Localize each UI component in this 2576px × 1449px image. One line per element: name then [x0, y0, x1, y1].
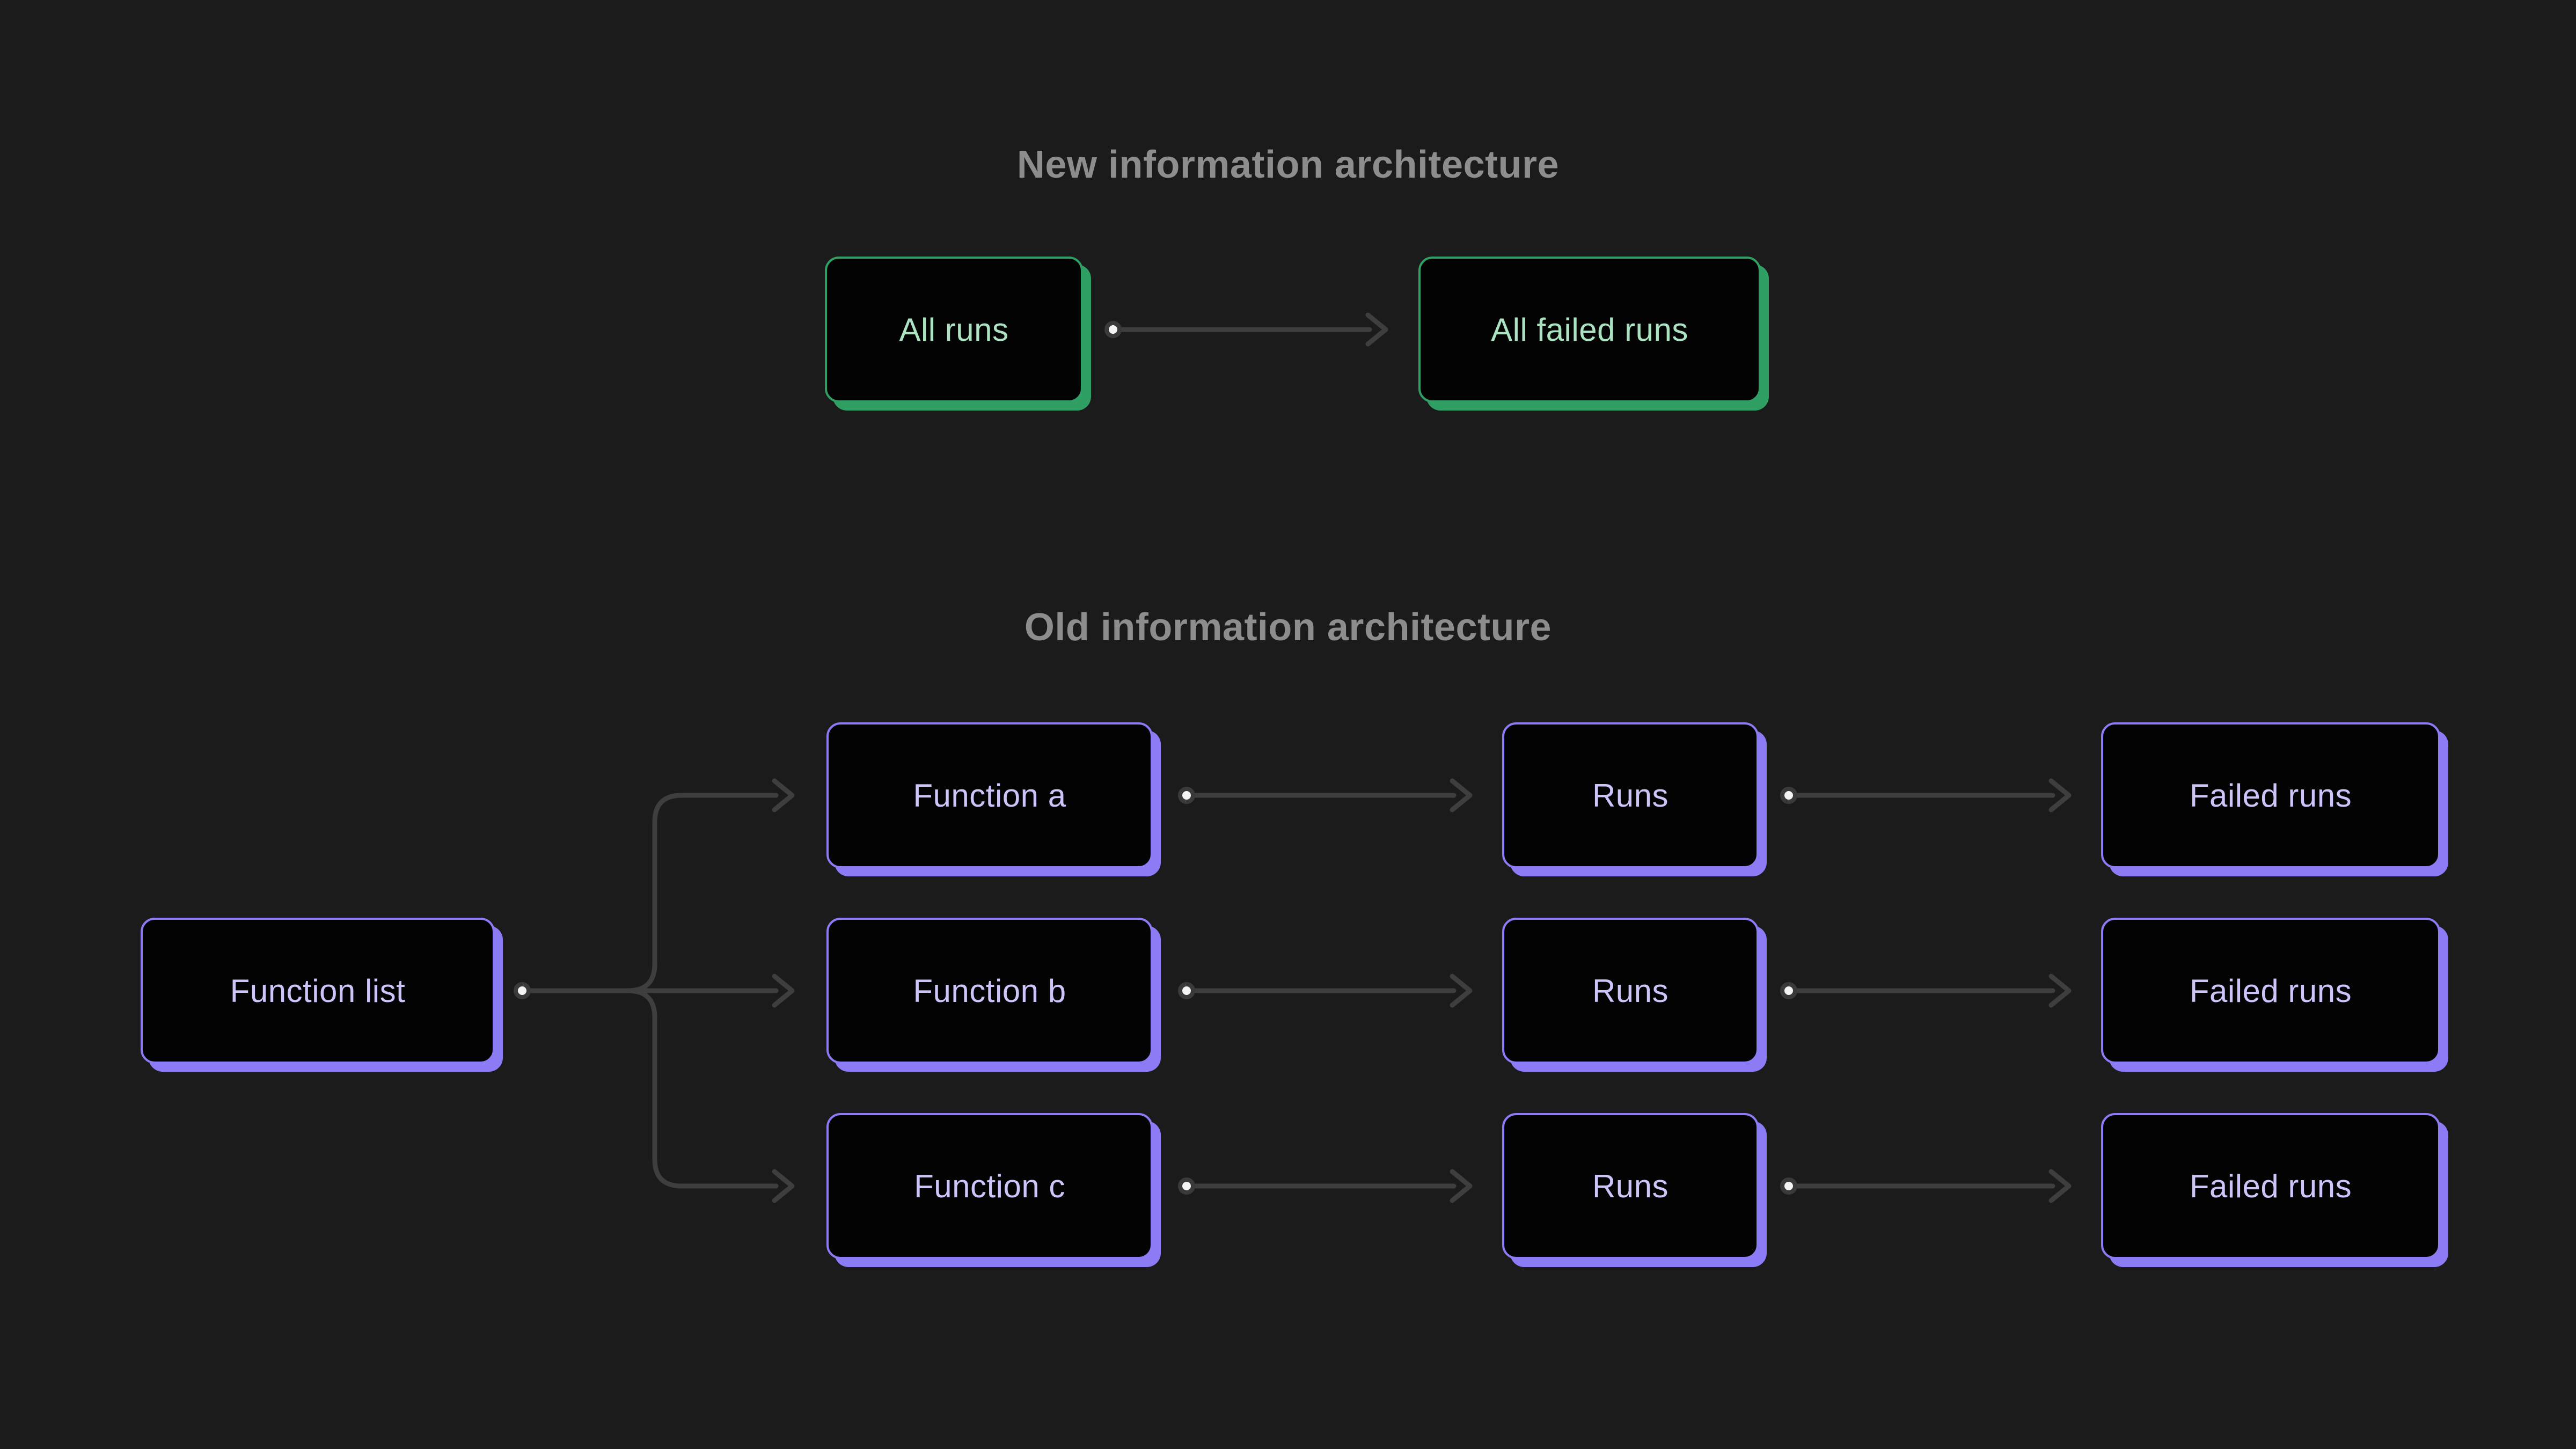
node-runs-b: Runs: [1502, 918, 1759, 1064]
node-all-runs: All runs: [825, 257, 1083, 402]
section-title-old: Old information architecture: [1024, 606, 1552, 649]
connector-dot-icon: [1178, 982, 1195, 999]
node-label: Failed runs: [2189, 972, 2352, 1009]
node-runs-c: Runs: [1502, 1113, 1759, 1259]
node-function-c: Function c: [826, 1113, 1153, 1259]
node-label: All failed runs: [1491, 311, 1688, 348]
connector-dot-icon: [1780, 1177, 1797, 1195]
node-label: Failed runs: [2189, 777, 2352, 814]
arrowhead-icon: [1450, 778, 1473, 813]
node-function-a: Function a: [826, 722, 1153, 868]
connector-dot-icon: [1178, 1177, 1195, 1195]
arrowhead-icon: [2048, 974, 2072, 1008]
node-label: Runs: [1592, 777, 1669, 814]
node-function-b: Function b: [826, 918, 1153, 1064]
node-label: Runs: [1592, 1168, 1669, 1204]
node-label: Function c: [914, 1168, 1065, 1204]
arrowhead-icon: [772, 974, 795, 1008]
node-all-failed-runs: All failed runs: [1418, 257, 1761, 402]
node-failed-runs-a: Failed runs: [2101, 722, 2440, 868]
node-label: Function list: [230, 972, 406, 1009]
node-label: Runs: [1592, 972, 1669, 1009]
arrowhead-icon: [1450, 974, 1473, 1008]
node-label: All runs: [899, 311, 1009, 348]
arrowhead-icon: [1365, 312, 1388, 347]
arrowhead-icon: [2048, 1169, 2072, 1203]
connector-dot-icon: [1178, 787, 1195, 804]
connector-dot-icon: [1780, 787, 1797, 804]
arrowhead-icon: [772, 1169, 795, 1203]
node-label: Failed runs: [2189, 1168, 2352, 1204]
arrowhead-icon: [2048, 778, 2072, 813]
node-function-list: Function list: [141, 918, 495, 1064]
arrowhead-icon: [772, 778, 795, 813]
section-title-new: New information architecture: [1016, 143, 1560, 186]
arrowhead-icon: [1450, 1169, 1473, 1203]
node-failed-runs-c: Failed runs: [2101, 1113, 2440, 1259]
node-label: Function b: [913, 972, 1066, 1009]
connector-dot-icon: [1104, 321, 1122, 338]
node-failed-runs-b: Failed runs: [2101, 918, 2440, 1064]
node-runs-a: Runs: [1502, 722, 1759, 868]
node-label: Function a: [913, 777, 1066, 814]
edge-functionlist-functiona: [528, 793, 779, 993]
connector-dot-icon: [1780, 982, 1797, 999]
edge-functionlist-functionc: [528, 988, 779, 1189]
connector-dot-icon: [514, 982, 531, 999]
